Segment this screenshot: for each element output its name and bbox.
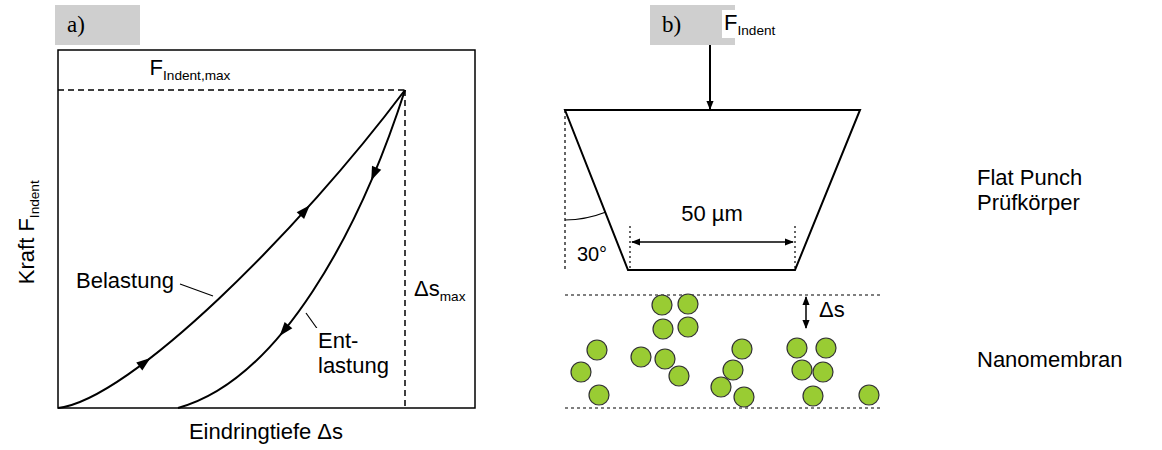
nanoparticle — [803, 386, 823, 406]
nanoparticle — [655, 349, 675, 369]
membrane-bottom — [565, 407, 880, 408]
nanoparticle — [711, 377, 731, 397]
panel-letter: b) — [650, 12, 681, 38]
panel-letter: a) — [55, 12, 85, 38]
curve-label: Belastung — [74, 268, 176, 293]
label-text: Eindringtiefe Δs — [189, 419, 343, 444]
max-force-line — [58, 89, 405, 91]
label-text: Nanomembran — [977, 347, 1123, 372]
nanoparticle — [589, 385, 609, 405]
dimension-label: 50 µm — [679, 201, 745, 226]
unloading-curve — [178, 90, 405, 408]
curve-arrowhead — [136, 358, 150, 370]
axis-label: Eindringtiefe Δs — [187, 419, 345, 444]
loading-curve — [58, 90, 405, 408]
nanoparticle — [792, 360, 812, 380]
nanoparticle — [587, 340, 607, 360]
nanoparticle — [653, 319, 673, 339]
panel-tag: a) — [55, 5, 140, 45]
axis-label: Kraft FIndent — [14, 178, 42, 286]
reference-line — [564, 110, 565, 270]
label-text: Kraft F — [14, 218, 39, 284]
curve-arrowhead — [297, 205, 310, 219]
label-text: Belastung — [76, 268, 174, 293]
subscript: Indent — [27, 180, 42, 218]
nanoparticle — [859, 385, 879, 405]
label-text: Δs — [414, 276, 440, 301]
max-force-label: FIndent,max — [148, 55, 233, 83]
label-text: Δs — [819, 297, 845, 322]
label-text: 30° — [577, 243, 607, 265]
chart-frame — [58, 50, 475, 408]
nanoparticle — [787, 338, 807, 358]
membrane-top — [565, 294, 880, 295]
label-text: 50 µm — [681, 201, 743, 226]
part-label: Flat Punch Prüfkörper — [975, 165, 1129, 216]
nanoparticle — [571, 362, 591, 382]
nanoparticle — [678, 294, 698, 314]
label-text: F — [724, 10, 737, 35]
subscript: Indent,max — [163, 68, 230, 83]
dimension-line — [794, 226, 795, 268]
label-text: F — [150, 55, 163, 80]
nanoparticle — [723, 360, 743, 380]
nanoparticle — [652, 295, 672, 315]
curve-label: Ent- lastung — [316, 328, 404, 379]
curve-arrowhead — [280, 322, 293, 336]
subscript: max — [440, 289, 466, 304]
width-dimension — [632, 241, 793, 243]
nanoparticle — [631, 347, 651, 367]
force-label: FIndent — [722, 10, 777, 38]
nanoparticle — [813, 362, 833, 382]
max-depth-line — [404, 90, 406, 408]
nanoparticle — [678, 317, 698, 337]
subscript: Indent — [737, 23, 775, 38]
angle-label: 30° — [575, 243, 609, 266]
nanoparticles — [571, 294, 879, 407]
dimension-line — [629, 226, 630, 268]
angle-arc — [565, 212, 605, 220]
label-text: Ent- lastung — [318, 328, 389, 378]
max-depth-label: Δsmax — [412, 276, 467, 304]
curve-arrowhead — [371, 166, 381, 181]
part-label: Nanomembran — [975, 347, 1125, 372]
nanoparticle — [734, 387, 754, 407]
depth-label: Δs — [817, 297, 847, 322]
flat-punch — [565, 110, 860, 270]
nanoparticle — [732, 339, 752, 359]
depth-arrow — [805, 297, 807, 328]
leader-line — [180, 284, 213, 296]
label-text: Flat Punch Prüfkörper — [977, 165, 1082, 215]
nanoparticle — [669, 366, 689, 386]
nanoparticle — [816, 338, 836, 358]
